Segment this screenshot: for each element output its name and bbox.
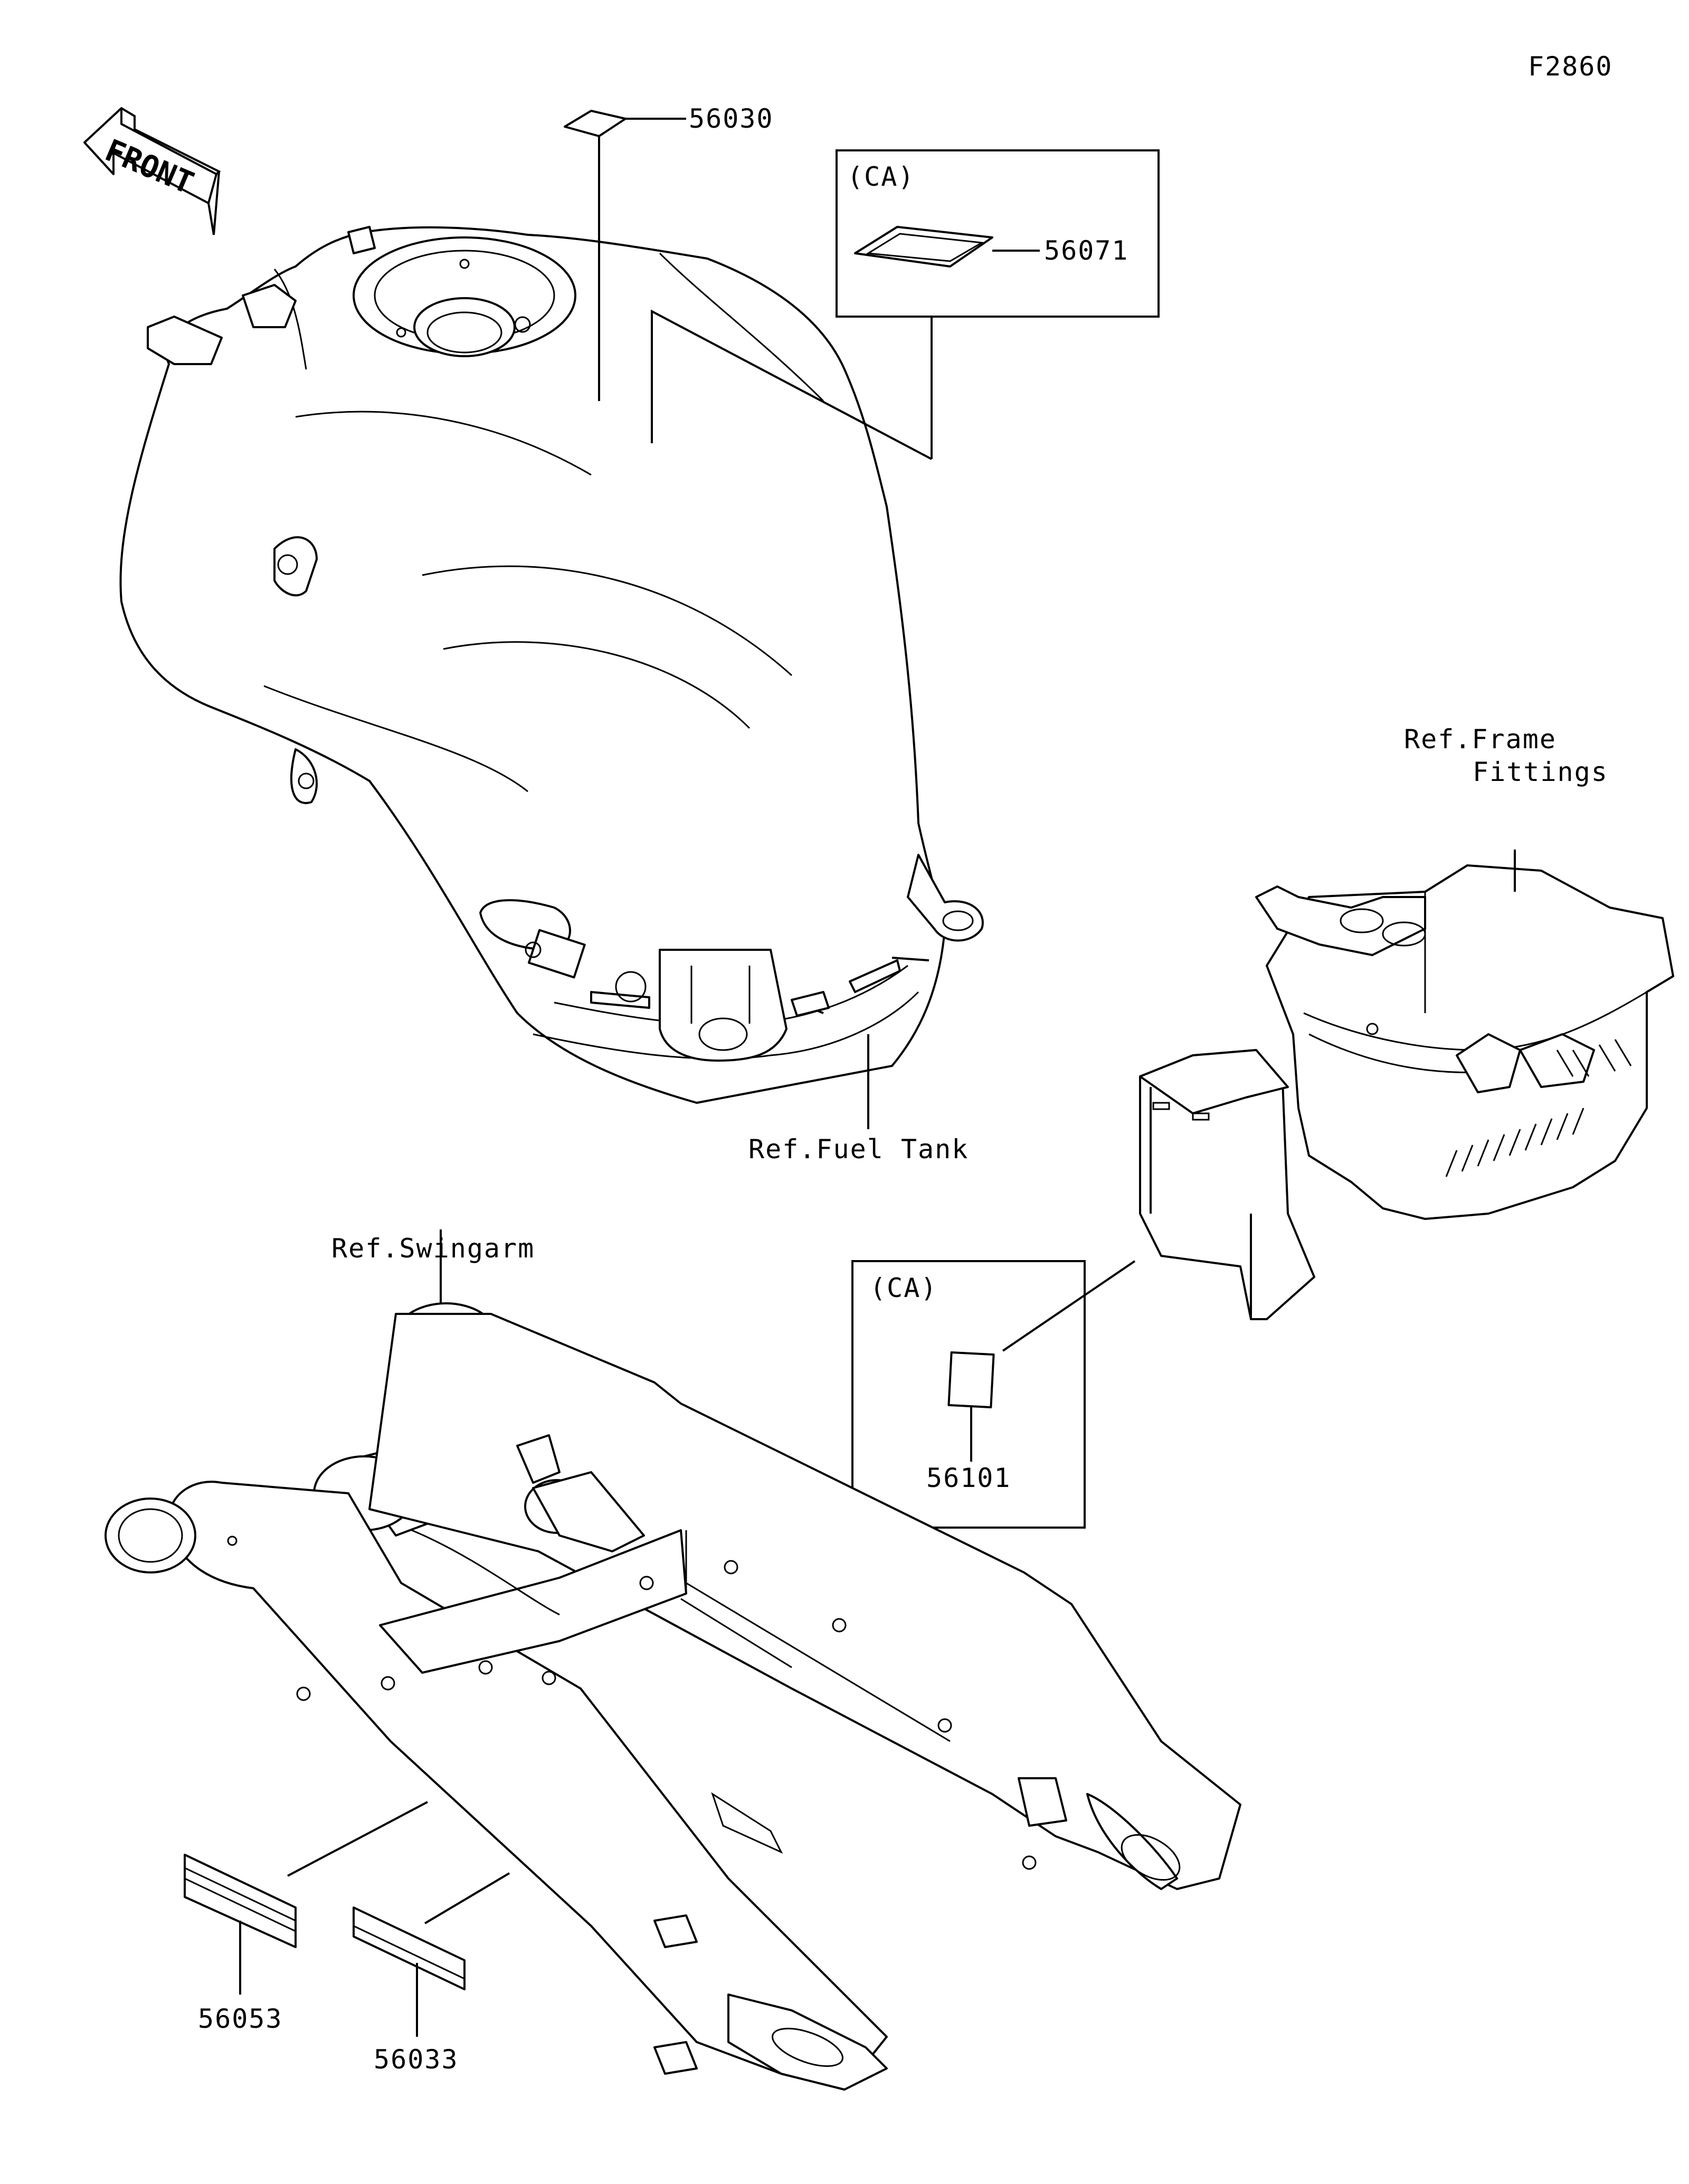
callout-56030: 56030 xyxy=(689,103,774,134)
ca-tag-top: (CA) xyxy=(847,161,915,192)
diagram-id: F2860 xyxy=(1528,51,1613,82)
swingarm xyxy=(105,1229,1241,2091)
label-56030 xyxy=(564,110,686,401)
ref-frame-line1: Ref.Frame xyxy=(1404,724,1557,755)
label-56053 xyxy=(184,1801,428,1995)
frame-fittings xyxy=(1139,850,1674,1320)
ca-box-bottom xyxy=(851,1260,1136,1529)
label-56033 xyxy=(353,1872,510,2037)
callout-56101: 56101 xyxy=(926,1463,1011,1493)
ref-frame-line2: Fittings xyxy=(1473,757,1608,787)
callout-56053: 56053 xyxy=(198,2004,283,2034)
ca-box-top xyxy=(651,149,1160,460)
fuel-tank xyxy=(119,226,984,1104)
callout-56033: 56033 xyxy=(374,2044,459,2075)
ref-swingarm: Ref.Swingarm xyxy=(331,1233,535,1264)
front-arrow-icon: FRONT xyxy=(83,107,221,235)
ref-fuel-tank: Ref.Fuel Tank xyxy=(748,1134,969,1165)
ca-tag-bottom: (CA) xyxy=(870,1273,937,1303)
callout-56071: 56071 xyxy=(1044,235,1129,266)
